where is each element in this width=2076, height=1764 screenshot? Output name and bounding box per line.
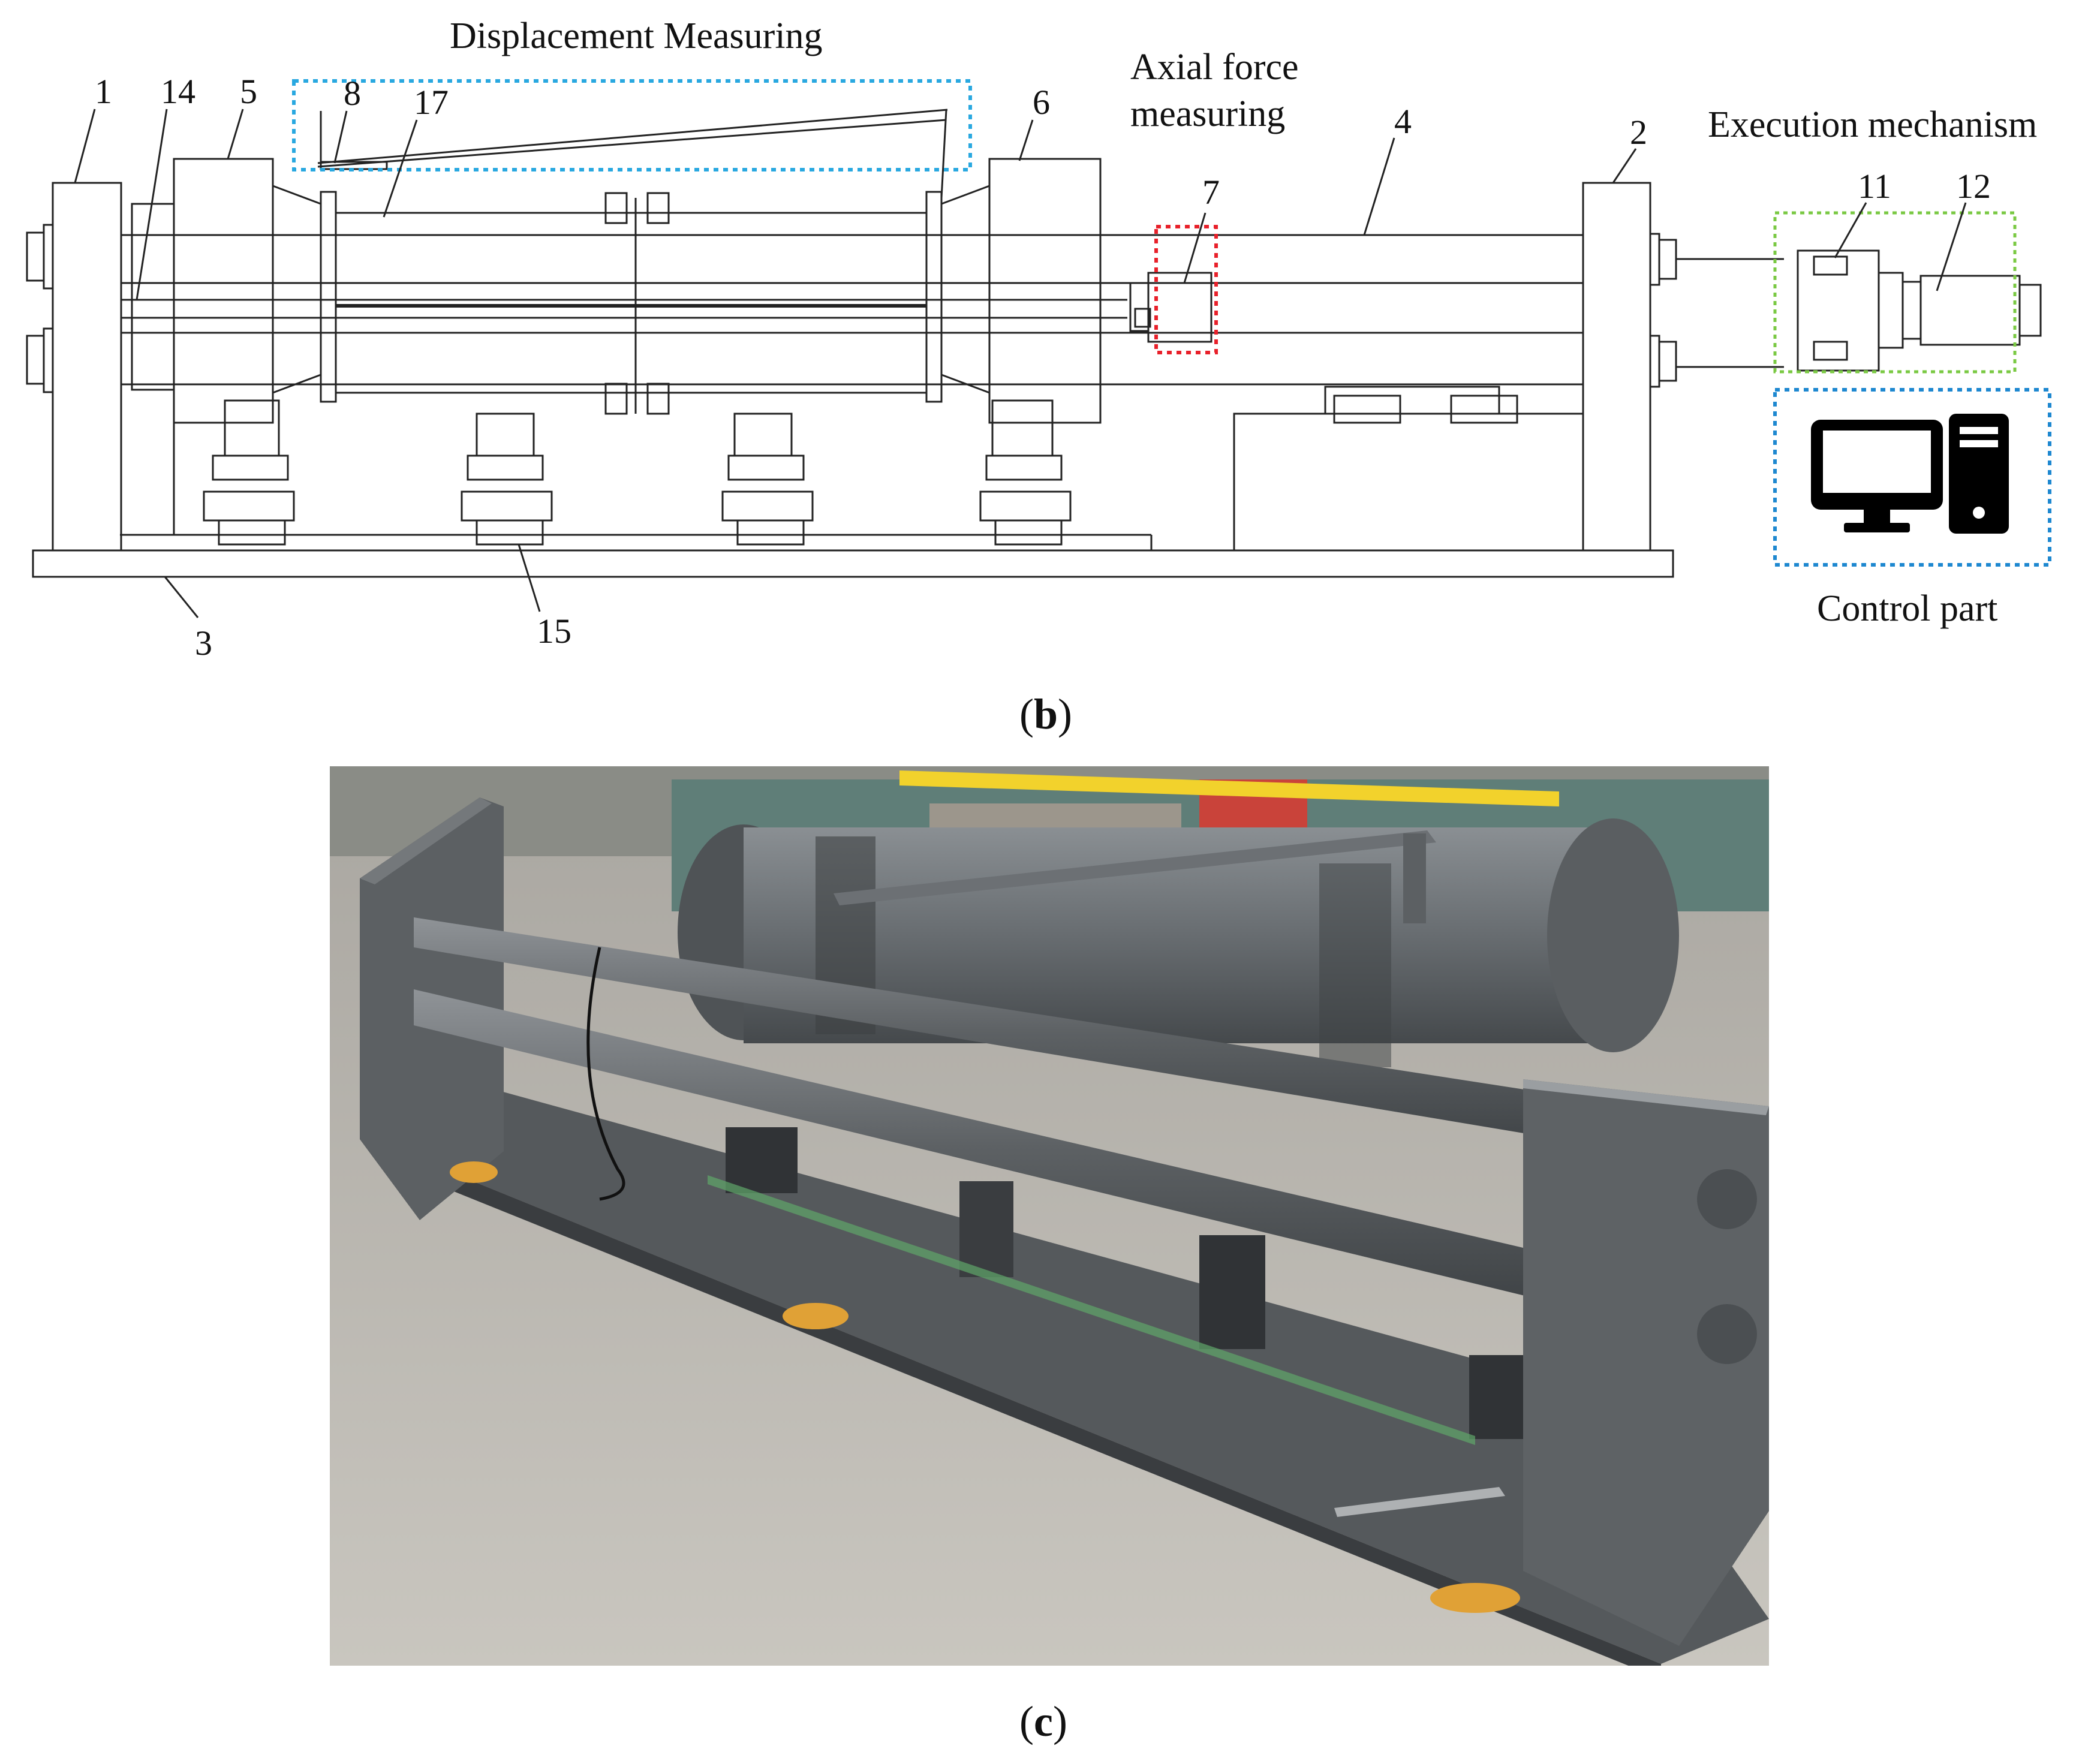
right-bolts [1649,233,1677,388]
lower-tie-rod [120,332,1584,386]
execution-mechanism-box [1773,211,2017,374]
caption-c: (c) [1019,1697,1067,1745]
motor [1919,275,2042,346]
control-part-box [1773,388,2051,567]
part-number-14: 14 [161,72,195,111]
left-end-plate [52,182,122,552]
part-number-11: 11 [1858,167,1891,206]
computer-icon [1811,414,2009,534]
photo [330,766,1769,1666]
caption-c-letter: c [1033,1697,1053,1745]
leader-lines [74,109,1967,618]
load-cell [1129,272,1212,343]
part-number-3: 3 [195,624,212,663]
label-axial-force: Axial force [1130,47,1299,88]
displacement-arm [317,109,948,198]
caption-b: (b) [1019,690,1073,738]
frame-14 [131,203,175,391]
label-control-part: Control part [1817,588,1997,629]
part-number-15: 15 [537,612,571,651]
supports [203,399,1072,546]
label-execution-mechanism: Execution mechanism [1708,104,2037,145]
left-chamber-block [173,158,337,424]
upper-tie-rod [120,234,1584,284]
part-number-7: 7 [1202,173,1220,212]
part-number-1: 1 [95,72,112,111]
specimen-tube [335,192,928,415]
schematic-drawing [26,109,2042,578]
left-bolts [26,224,54,393]
base-plate [32,549,1674,578]
part-number-6: 6 [1033,83,1050,122]
actuator [1797,249,1922,372]
part-number-12: 12 [1956,167,1991,206]
right-chamber-block [925,158,1102,424]
label-measuring: measuring [1130,94,1285,134]
part-number-4: 4 [1394,102,1412,141]
part-number-5: 5 [240,72,257,111]
right-support-block [1233,386,1584,552]
axial-force-box [1154,225,1218,354]
part-number-2: 2 [1630,113,1647,152]
part-number-8: 8 [344,74,361,113]
caption-b-letter: b [1033,690,1058,738]
part-number-17: 17 [414,83,449,122]
label-displacement-measuring: Displacement Measuring [450,16,823,56]
right-end-plate [1582,182,1651,552]
displacement-measuring-box [292,79,972,171]
caution-tape [899,770,1559,806]
